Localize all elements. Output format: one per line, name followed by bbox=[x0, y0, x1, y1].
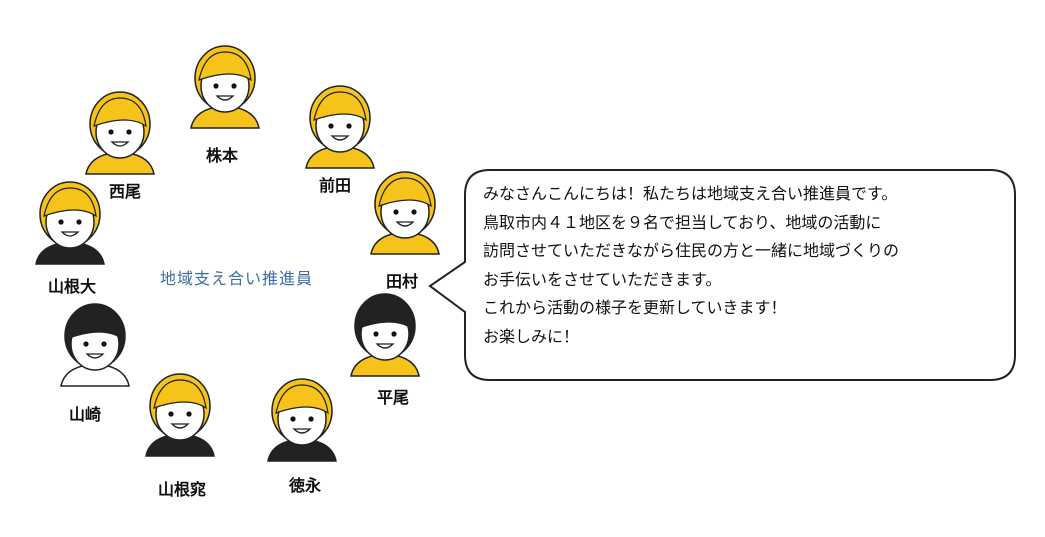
member-name: 前田 bbox=[318, 176, 352, 195]
eye-icon bbox=[58, 219, 64, 225]
member-figure bbox=[350, 293, 420, 377]
message-line: みなさんこんにちは！私たちは地域支え合い推進員です。 bbox=[483, 184, 898, 203]
message-line: 鳥取市内４１地区を９名で担当しており、地域の活動に bbox=[483, 212, 882, 232]
eye-icon bbox=[108, 129, 114, 135]
member-name: 田村 bbox=[385, 272, 419, 291]
member-figure bbox=[305, 85, 375, 169]
member-name: 株本 bbox=[205, 146, 239, 165]
member-name: 平尾 bbox=[376, 388, 410, 407]
eye-icon bbox=[213, 83, 219, 89]
eye-icon bbox=[393, 209, 399, 215]
eye-icon bbox=[101, 341, 107, 347]
eye-icon bbox=[373, 331, 379, 337]
eye-icon bbox=[168, 411, 174, 417]
eye-icon bbox=[126, 129, 132, 135]
member-figure bbox=[370, 171, 440, 255]
message-line: 訪問させていただきながら住民の方と一緒に地域づくりの bbox=[483, 241, 900, 260]
eye-icon bbox=[231, 83, 237, 89]
member-figure bbox=[35, 181, 105, 265]
eye-icon bbox=[328, 123, 334, 129]
message-text: みなさんこんにちは！私たちは地域支え合い推進員です。 鳥取市内４１地区を９名で担… bbox=[483, 180, 1003, 351]
eye-icon bbox=[83, 341, 89, 347]
member-name: 山崎 bbox=[68, 405, 102, 424]
message-line: お手伝いをさせていただきます。 bbox=[483, 269, 722, 289]
member-figure bbox=[145, 373, 215, 457]
member-name: 西尾 bbox=[108, 182, 142, 201]
member-figure bbox=[85, 91, 155, 175]
eye-icon bbox=[186, 411, 192, 417]
member-name: 徳永 bbox=[288, 476, 322, 495]
member-figure bbox=[190, 45, 260, 129]
eye-icon bbox=[290, 416, 296, 422]
group-title: 地域支え合い推進員 bbox=[160, 269, 314, 288]
speech-bubble bbox=[428, 169, 1016, 381]
member-name: 山根大 bbox=[47, 277, 97, 296]
eye-icon bbox=[308, 416, 314, 422]
member-figure bbox=[267, 378, 337, 462]
member-figure bbox=[60, 303, 130, 387]
message-line: お楽しみに！ bbox=[483, 326, 580, 346]
eye-icon bbox=[411, 209, 417, 215]
eye-icon bbox=[391, 331, 397, 337]
eye-icon bbox=[346, 123, 352, 129]
member-name: 山根窕 bbox=[157, 480, 207, 499]
message-line: これから活動の様子を更新していきます！ bbox=[483, 298, 787, 317]
eye-icon bbox=[76, 219, 82, 225]
